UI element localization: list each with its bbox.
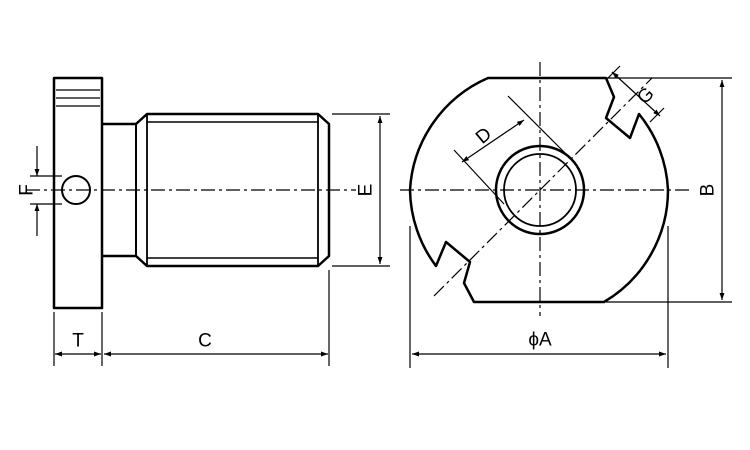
label-b: B xyxy=(698,184,719,197)
dimension-f xyxy=(30,146,62,236)
dimension-e xyxy=(332,113,390,267)
label-g: G xyxy=(633,83,658,108)
label-e: E xyxy=(356,184,377,197)
label-f: F xyxy=(17,184,38,196)
front-outline xyxy=(408,76,670,304)
flange xyxy=(52,76,104,310)
neck xyxy=(102,122,136,258)
label-t: T xyxy=(72,331,84,352)
side-view xyxy=(52,76,331,310)
label-a: ϕA xyxy=(528,330,552,351)
label-c: C xyxy=(198,331,212,352)
dimension-c xyxy=(104,270,330,366)
dimension-b xyxy=(606,77,732,303)
dimension-d xyxy=(453,95,575,205)
dimension-a xyxy=(409,226,669,368)
dimension-t xyxy=(53,312,103,366)
label-d: D xyxy=(472,124,496,149)
